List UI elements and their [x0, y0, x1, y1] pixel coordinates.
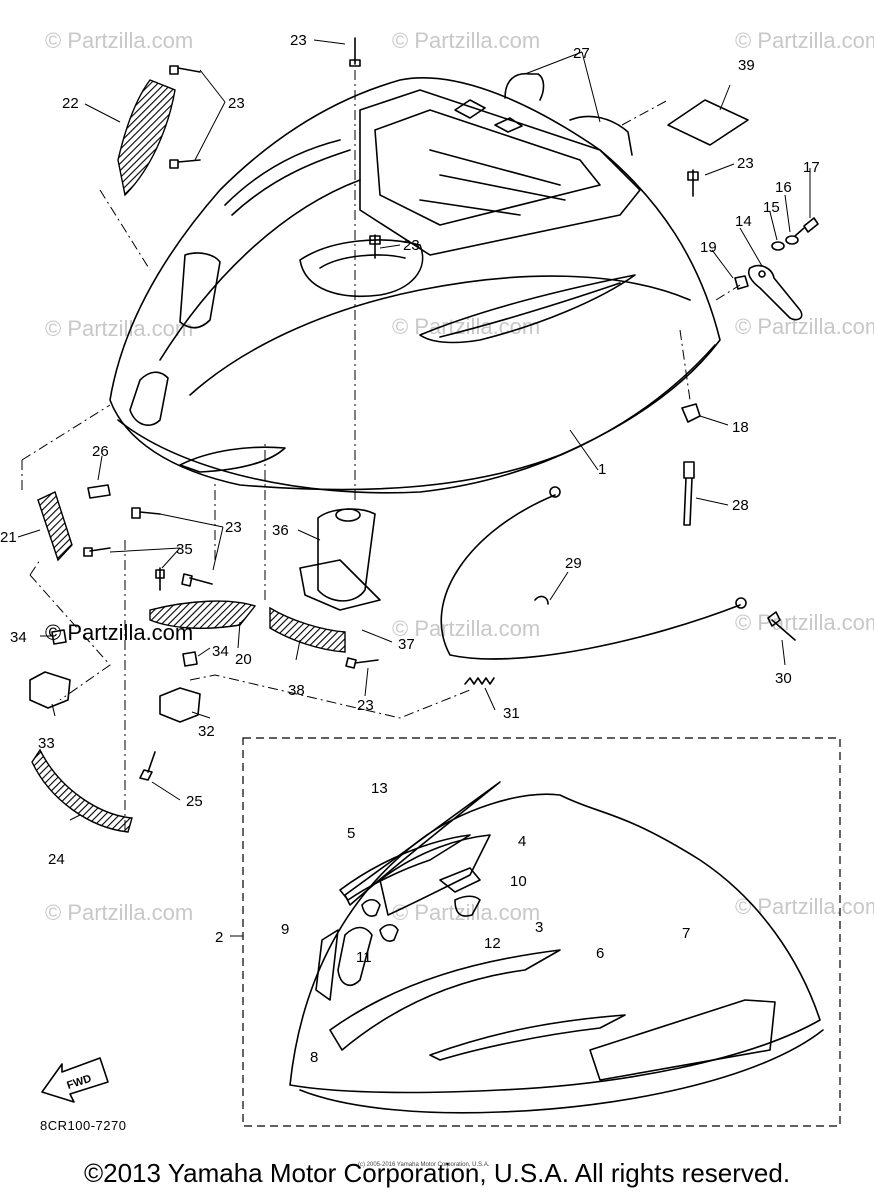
callout-23: 23	[403, 237, 420, 254]
duct-37	[299, 559, 381, 611]
callout-30: 30	[775, 670, 792, 687]
callout-23: 23	[290, 32, 307, 49]
vent-24	[31, 748, 133, 833]
callout-23: 23	[737, 155, 754, 172]
callout-16: 16	[775, 179, 792, 196]
watermark: © Partzilla.com	[735, 28, 874, 53]
callout-22: 22	[62, 95, 79, 112]
vent-cover-22	[117, 79, 176, 197]
callout-11: 11	[356, 949, 372, 966]
watermark: © Partzilla.com	[392, 900, 540, 925]
callout-4: 4	[518, 833, 526, 850]
watermark: © Partzilla.com	[392, 616, 540, 641]
callout-34: 34	[10, 629, 27, 646]
callout-9: 9	[281, 921, 289, 938]
callout-6: 6	[596, 945, 604, 962]
bracket-32	[159, 687, 201, 723]
callout-13: 13	[371, 780, 388, 797]
callout-20: 20	[235, 651, 252, 668]
callout-36: 36	[272, 522, 289, 539]
washer-15	[771, 241, 785, 251]
callout-37: 37	[398, 636, 415, 653]
washer-16	[785, 235, 799, 245]
callout-33: 33	[38, 735, 55, 752]
callout-17: 17	[803, 159, 820, 176]
fwd-arrow-icon: FWD	[41, 1057, 109, 1103]
cable-tie-28	[683, 461, 695, 526]
callout-28: 28	[732, 497, 749, 514]
watermark: © Partzilla.com	[45, 28, 193, 53]
callout-15: 15	[763, 199, 780, 216]
spring-31	[464, 677, 495, 685]
callout-31: 31	[503, 705, 520, 722]
diagram-code: 8CR100-7270	[40, 1118, 127, 1133]
nut-19	[734, 275, 749, 290]
nut-34	[51, 629, 198, 667]
grab-handle-27	[504, 72, 633, 156]
callout-23: 23	[225, 519, 242, 536]
callout-27: 27	[573, 45, 590, 62]
bracket-33	[29, 671, 71, 709]
leader-lines	[17, 39, 811, 937]
engine-hood-1	[109, 77, 721, 494]
vent-20	[149, 600, 257, 629]
watermark: © Partzilla.com	[735, 894, 874, 919]
callout-19: 19	[700, 239, 717, 256]
callout-10: 10	[510, 873, 527, 890]
watermark: © Partzilla.com	[735, 610, 874, 635]
callout-35: 35	[176, 541, 193, 558]
decal-set-2	[242, 737, 841, 1127]
callout-23: 23	[228, 95, 245, 112]
callout-38: 38	[288, 682, 305, 699]
small-copyright: (c) 2005-2016 Yamaha Motor Corporation, …	[358, 1162, 490, 1168]
clip-26	[87, 484, 111, 499]
callout-7: 7	[682, 925, 690, 942]
callout-5: 5	[347, 825, 355, 842]
plate-39	[667, 99, 749, 146]
bolt-17	[794, 217, 819, 237]
vent-38	[269, 606, 346, 653]
callout-39: 39	[738, 57, 755, 74]
watermarks: © Partzilla.com © Partzilla.com © Partzi…	[45, 28, 874, 925]
callout-23: 23	[357, 697, 374, 714]
callout-2: 2	[215, 929, 223, 946]
callout-1: 1	[598, 461, 606, 478]
assembly-lines	[21, 70, 741, 830]
watermark: © Partzilla.com	[45, 316, 193, 341]
callout-29: 29	[565, 555, 582, 572]
screw-30	[767, 611, 796, 641]
callout-18: 18	[732, 419, 749, 436]
rivet-25	[139, 751, 156, 781]
watermark: © Partzilla.com	[735, 314, 874, 339]
callout-24: 24	[48, 851, 65, 868]
callout-8: 8	[310, 1049, 318, 1066]
callout-34: 34	[212, 643, 229, 660]
callout-26: 26	[92, 443, 109, 460]
callout-32: 32	[198, 723, 215, 740]
callout-14: 14	[735, 213, 752, 230]
duct-36	[317, 508, 376, 602]
clip-18	[681, 403, 701, 423]
screw-35	[83, 547, 165, 591]
hood-stay-14	[747, 264, 803, 321]
rivets-23	[131, 37, 699, 669]
watermark: © Partzilla.com	[392, 28, 540, 53]
callout-21: 21	[0, 529, 17, 546]
grille-21	[37, 491, 73, 562]
wire-29	[440, 486, 747, 660]
copyright-notice: ©2013 Yamaha Motor Corporation, U.S.A. A…	[83, 1158, 791, 1188]
callout-12: 12	[484, 935, 501, 952]
callout-labels: 1 2 3 4 5 6 7 8 9 10 11 12 13 14 15 16 1…	[0, 32, 820, 1066]
callout-3: 3	[535, 919, 543, 936]
callout-25: 25	[186, 793, 203, 810]
watermark: © Partzilla.com	[45, 900, 193, 925]
